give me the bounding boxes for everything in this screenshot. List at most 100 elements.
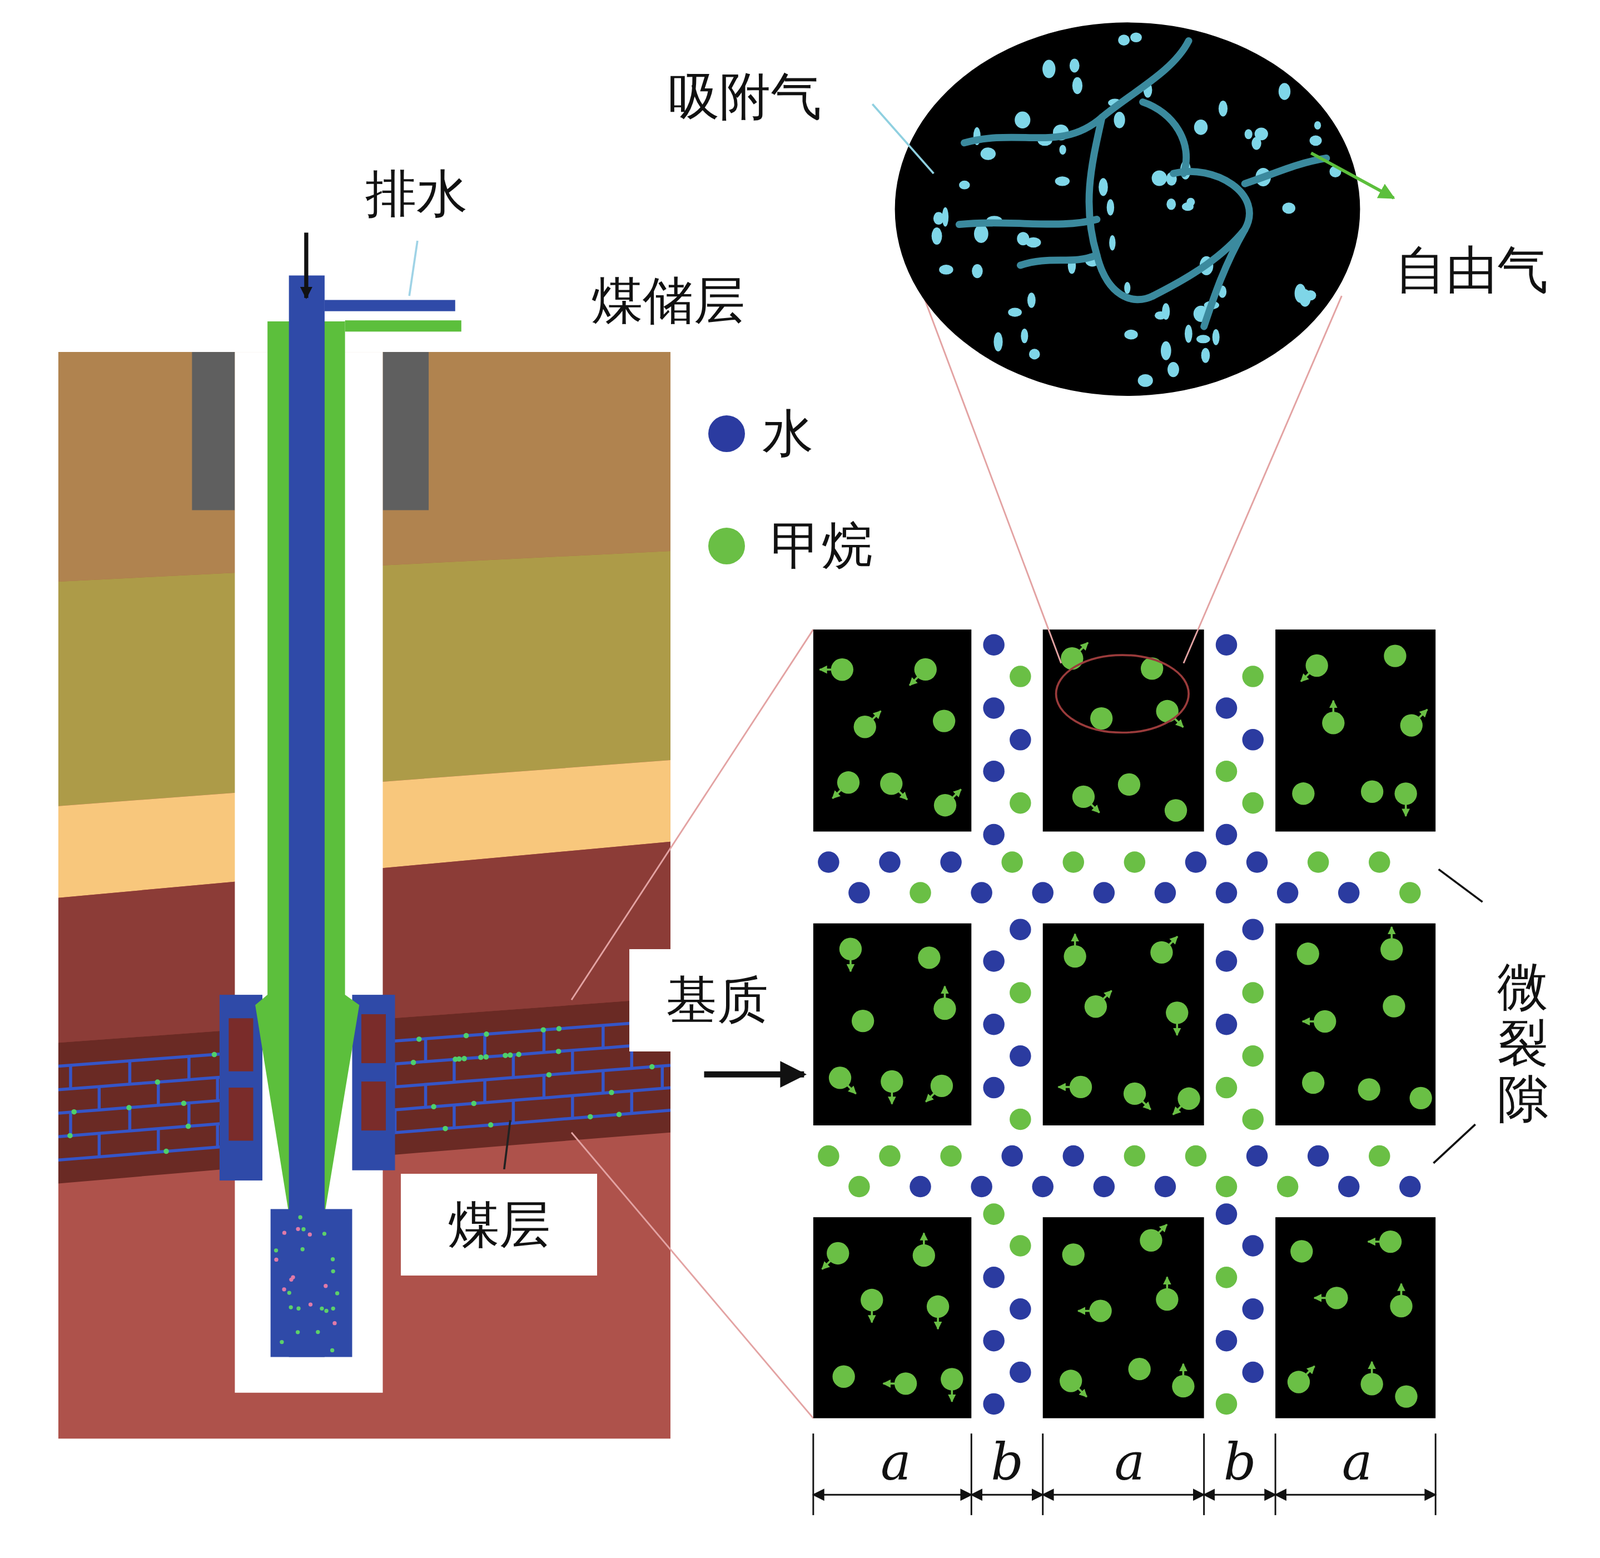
cage-hole <box>361 1014 386 1063</box>
fluid-dot <box>970 1175 993 1198</box>
fluid-dot <box>982 1013 1005 1036</box>
adsorbed-gas-dots <box>931 32 1342 387</box>
fluid-dot <box>1215 823 1238 846</box>
adsorbed-gas <box>993 331 1003 352</box>
diffusion-arrow <box>1400 1283 1403 1296</box>
free-gas-arrow <box>1310 152 1394 198</box>
adsorbed-gas <box>1007 307 1022 317</box>
fracture-line <box>542 1029 546 1053</box>
diffusion-arrow <box>1390 926 1393 939</box>
sump-particles <box>274 1215 340 1353</box>
adsorbed-gas <box>1055 176 1070 186</box>
dimension-label: a <box>880 1434 912 1491</box>
fluid-dot <box>1276 881 1299 904</box>
adsorbed-gas <box>1161 302 1170 320</box>
sump-particle <box>274 1257 278 1262</box>
diffusion-arrow <box>1332 700 1335 713</box>
zoom-line <box>571 1132 814 1419</box>
sump-particle <box>322 1231 327 1236</box>
fluid-dot <box>1009 1361 1032 1384</box>
box-label: 基质 <box>666 971 769 1028</box>
diffusion-arrow <box>1166 1276 1169 1290</box>
gas-particle <box>515 1051 522 1058</box>
methane-dot <box>1360 780 1384 803</box>
fluid-dot <box>982 1329 1005 1352</box>
fluid-dot <box>817 851 840 873</box>
sump-particle <box>330 1256 335 1261</box>
matrix-block <box>1275 629 1436 832</box>
gas-particle <box>608 1089 615 1096</box>
fluid-dot <box>1241 665 1264 688</box>
fluid-dot <box>1009 665 1032 688</box>
sump-particle <box>324 1308 329 1313</box>
fracture-line <box>128 1107 132 1131</box>
adsorbed-gas <box>1309 135 1323 146</box>
sump-particle <box>296 1306 301 1311</box>
diffusion-arrow <box>936 1316 939 1329</box>
adsorbed-gas <box>1166 198 1176 211</box>
methane-dot <box>1394 1384 1418 1408</box>
fracture-line <box>601 1070 605 1093</box>
fluid-dot <box>940 851 962 873</box>
adsorbed-gas <box>1114 111 1126 129</box>
diffusion-arrow <box>1077 1388 1087 1398</box>
methane-dot <box>1128 1357 1151 1380</box>
fluid-dot <box>848 1175 871 1198</box>
fracture-line <box>570 1095 575 1118</box>
methane-dot <box>1090 707 1113 730</box>
gas-particle <box>410 1059 417 1066</box>
gas-particle <box>507 1052 514 1058</box>
sump-particle <box>295 1226 300 1231</box>
cage-hole <box>228 1017 253 1071</box>
fluid-dot <box>1215 697 1238 719</box>
adsorbed-gas <box>1059 145 1066 156</box>
micro-fracture <box>958 40 1327 327</box>
diffusion-arrow <box>870 1309 873 1323</box>
adsorbed-gas <box>971 264 983 278</box>
methane-dot <box>880 1070 903 1093</box>
adsorbed-gas <box>1124 329 1138 340</box>
methane-dot <box>1394 782 1417 805</box>
adsorbed-gas <box>1072 77 1083 94</box>
matrix-block <box>1042 629 1205 832</box>
cage-hole <box>228 1087 253 1141</box>
fluid-dot <box>1241 1361 1264 1384</box>
gas-particle <box>540 1026 546 1033</box>
fluid-dot <box>1368 1145 1391 1167</box>
fracture-line <box>629 1090 634 1114</box>
diffusion-arrow <box>1079 642 1088 652</box>
fluid-dot <box>982 633 1005 656</box>
callout-label: 微裂隙 <box>1497 958 1549 1128</box>
fluid-dot <box>1031 1175 1054 1198</box>
fluid-dot <box>982 950 1005 972</box>
matrix-grid <box>813 629 1436 1418</box>
legend-swatch <box>708 415 745 452</box>
water-tube <box>289 275 325 1357</box>
fluid-dot <box>1215 633 1238 656</box>
seam-cage <box>351 994 395 1171</box>
diffusion-arrow <box>883 1382 896 1385</box>
fluid-dot <box>1338 1175 1360 1198</box>
fluid-dot <box>1009 792 1032 814</box>
diffusion-arrow <box>1302 1020 1315 1023</box>
fluid-dot <box>982 697 1005 719</box>
gas-particle <box>430 1104 437 1110</box>
fluid-dot <box>1009 728 1032 751</box>
methane-dot <box>894 1372 917 1395</box>
fluid-dot <box>970 881 993 904</box>
casing-block <box>382 351 429 510</box>
adsorbed-gas <box>1186 197 1195 207</box>
methane-dot <box>1322 711 1345 734</box>
fluid-dot <box>1338 881 1360 904</box>
methane-dot <box>1063 945 1086 968</box>
fluid-dot <box>878 851 901 873</box>
diffusion-arrow <box>1314 1296 1327 1299</box>
fracture-line <box>512 1100 516 1124</box>
zoom-ellipse <box>895 22 1361 396</box>
fluid-dot <box>1241 918 1264 941</box>
fluid-dot <box>1241 728 1264 751</box>
fluid-dot <box>1093 881 1116 904</box>
matrix-block <box>1042 923 1205 1126</box>
leader-line <box>409 240 418 296</box>
fluid-dot <box>1215 1329 1238 1352</box>
